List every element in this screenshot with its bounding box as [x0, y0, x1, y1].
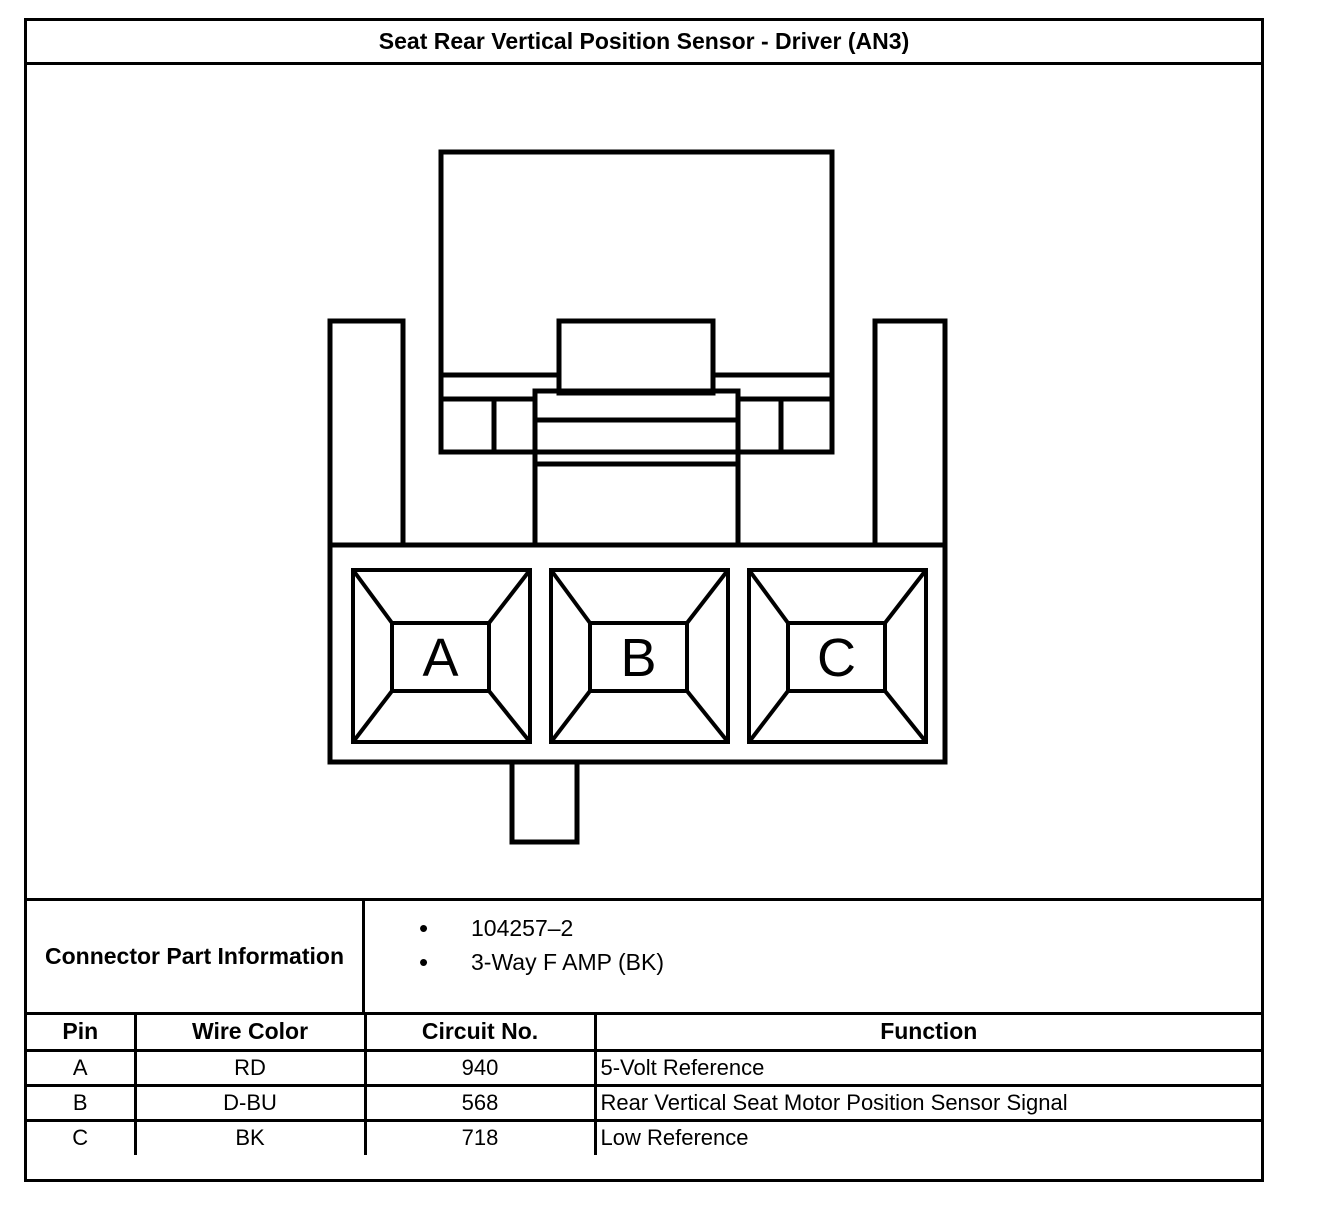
cell-wire-color: BK	[133, 1118, 367, 1155]
cavity-bevel-line	[685, 689, 730, 744]
cavity-outline	[747, 568, 928, 744]
cavity-terminal	[390, 621, 491, 693]
cell-pin: C	[27, 1118, 137, 1155]
cell-pin: A	[27, 1048, 137, 1087]
cavity-bevel-line	[549, 689, 592, 744]
lock-tab	[556, 318, 716, 396]
table-row: B D-BU 568 Rear Vertical Seat Motor Posi…	[27, 1083, 1261, 1122]
cavity-label: B	[620, 628, 656, 688]
header-function: Function	[593, 1015, 1261, 1052]
header-circuit-no: Circuit No.	[363, 1015, 597, 1052]
cavity-bevel-line	[487, 568, 532, 625]
cavity-outline	[549, 568, 730, 744]
cavity-terminal	[786, 621, 887, 693]
cavity-a: A	[351, 568, 532, 744]
connector-diagram: A B C	[27, 65, 1261, 898]
cavity-bevel-line	[883, 568, 928, 625]
header-wire-color: Wire Color	[133, 1015, 367, 1052]
connector-part-info-label: Connector Part Information	[27, 901, 365, 1012]
cavity-bevel-line	[487, 689, 532, 744]
header-pin: Pin	[27, 1015, 137, 1052]
cell-function: Rear Vertical Seat Motor Position Sensor…	[593, 1083, 1261, 1122]
connector-part-info: Connector Part Information 104257–2 3-Wa…	[27, 898, 1261, 1015]
cavity-bevel-line	[747, 689, 790, 744]
cavity-label: C	[817, 628, 856, 688]
cell-pin: B	[27, 1083, 137, 1122]
connector-sheet: Seat Rear Vertical Position Sensor - Dri…	[24, 18, 1264, 1182]
cavity-c: C	[747, 568, 928, 744]
part-info-list: 104257–2 3-Way F AMP (BK)	[407, 911, 664, 979]
cell-circuit-no: 940	[363, 1048, 597, 1087]
cavity-bevel-line	[351, 689, 394, 744]
cavity-bevel-line	[351, 568, 394, 625]
cell-circuit-no: 568	[363, 1083, 597, 1122]
upper-housing	[438, 149, 835, 455]
pin-table: Pin Wire Color Circuit No. Function A RD…	[27, 1015, 1261, 1155]
cell-function: Low Reference	[593, 1118, 1261, 1155]
cavity-b: B	[549, 568, 730, 744]
cavity-terminal	[588, 621, 689, 693]
key-tab	[509, 762, 580, 845]
cell-circuit-no: 718	[363, 1118, 597, 1155]
part-description: 3-Way F AMP (BK)	[407, 945, 664, 979]
pin-table-header: Pin Wire Color Circuit No. Function	[27, 1015, 1261, 1052]
cavity-bevel-line	[883, 689, 928, 744]
cavity-outline	[351, 568, 532, 744]
part-number: 104257–2	[407, 911, 664, 945]
cell-wire-color: D-BU	[133, 1083, 367, 1122]
cavity-label: A	[422, 628, 458, 688]
page-title: Seat Rear Vertical Position Sensor - Dri…	[27, 21, 1261, 65]
cavity-bevel-line	[747, 568, 790, 625]
cavity-bevel-line	[685, 568, 730, 625]
connector-outline	[327, 318, 948, 765]
cell-function: 5-Volt Reference	[593, 1048, 1261, 1087]
table-row: C BK 718 Low Reference	[27, 1118, 1261, 1155]
connector-face-drawing: A B C	[327, 149, 948, 845]
cavity-bevel-line	[549, 568, 592, 625]
table-row: A RD 940 5-Volt Reference	[27, 1048, 1261, 1087]
cell-wire-color: RD	[133, 1048, 367, 1087]
